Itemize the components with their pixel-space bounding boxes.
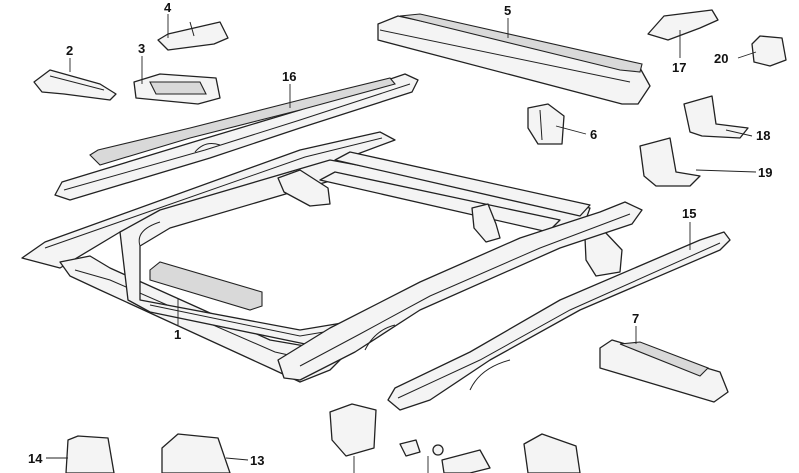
part-3-bracket (133, 73, 221, 105)
callout-5: 5 (504, 3, 511, 18)
callouts: 1 2 3 4 5 6 7 13 14 15 16 17 18 19 20 (28, 0, 772, 468)
callout-16: 16 (282, 69, 296, 84)
part-unnumbered-bracket-a (329, 403, 377, 457)
callout-2: 2 (66, 43, 73, 58)
callout-6: 6 (590, 127, 597, 142)
part-7-channel (599, 339, 729, 403)
part-unnumbered-mount (523, 433, 581, 473)
part-15-side-sill (387, 231, 731, 411)
part-unnumbered-bolt (399, 439, 444, 457)
part-unnumbered-clip (441, 449, 491, 473)
callout-18: 18 (756, 128, 770, 143)
callout-7: 7 (632, 311, 639, 326)
part-18-angle-bracket (683, 95, 749, 139)
part-14-bracket (65, 435, 115, 473)
callout-1: 1 (174, 327, 181, 342)
part-5-channel (377, 13, 651, 105)
part-4-bracket (157, 21, 229, 51)
part-1-floor-frame (21, 131, 643, 383)
callout-15: 15 (682, 206, 696, 221)
callout-4: 4 (164, 0, 172, 15)
callout-3: 3 (138, 41, 145, 56)
part-6-bracket (527, 103, 565, 145)
part-17-plate (647, 9, 719, 41)
callout-19: 19 (758, 165, 772, 180)
part-13-bracket (161, 433, 231, 473)
leader-lines (46, 14, 757, 473)
part-16-side-sill (54, 73, 419, 201)
part-2-bracket (33, 69, 117, 101)
callout-13: 13 (250, 453, 264, 468)
callout-14: 14 (28, 451, 43, 466)
part-20-clip (751, 35, 787, 67)
callout-20: 20 (714, 51, 728, 66)
callout-17: 17 (672, 60, 686, 75)
part-19-angle-bracket (639, 137, 701, 187)
